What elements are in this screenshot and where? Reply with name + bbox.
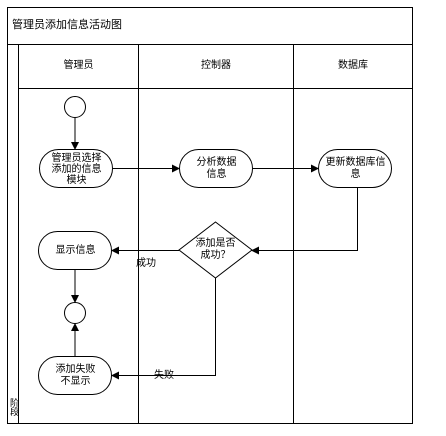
node-label-fail-show: 添加失败 不显示 (55, 364, 96, 387)
node-label-update-db: 更新数据库信 息 (325, 157, 386, 180)
lane-header-controller: 控制器 (201, 60, 231, 71)
node-label-decision: 添加是否 成功？ (195, 238, 236, 261)
node-label-analyze: 分析数据 信息 (196, 157, 237, 180)
edge-label-failure: 失败 (154, 370, 174, 381)
edge-update-to-decision (251, 188, 358, 255)
node-label-show-info: 显示信息 (55, 245, 96, 256)
node-label-select-module: 管理员选择 添加的信息 模块 (51, 152, 102, 186)
diagram-title: 管理员添加信息活动图 (12, 18, 122, 31)
edge-label-success: 成功 (136, 258, 156, 269)
lane-header-database: 数据库 (338, 60, 368, 71)
phase-label: 阶段 (8, 398, 18, 416)
edge-decision-to-fail (111, 278, 216, 380)
merge-node (64, 302, 86, 324)
initial-node (64, 96, 86, 118)
diagram-frame (7, 7, 413, 424)
lane-header-admin: 管理员 (63, 60, 94, 71)
